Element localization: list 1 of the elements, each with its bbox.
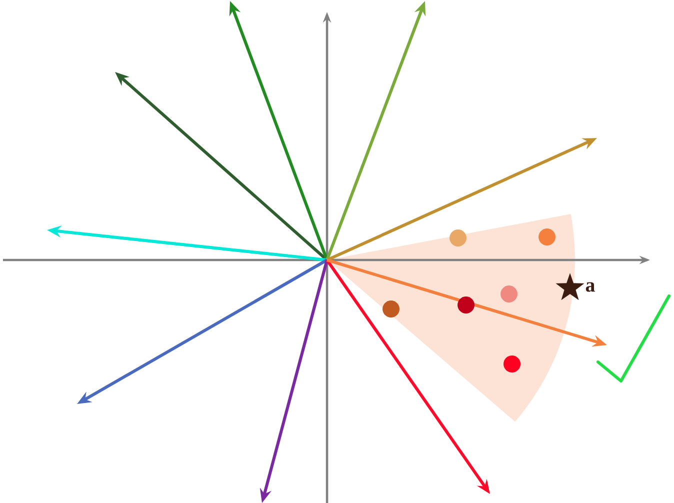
point-label: a [586,282,595,292]
